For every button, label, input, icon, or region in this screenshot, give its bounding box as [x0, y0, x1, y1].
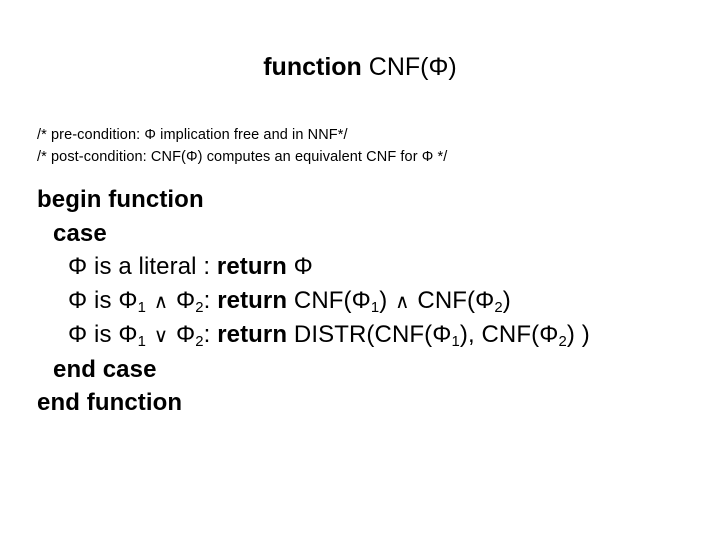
- keyword-end-case: end case: [53, 355, 157, 383]
- branch-condition-or-operand2: Φ: [176, 321, 196, 348]
- branch-condition-and-sub1: 1: [137, 299, 146, 316]
- pseudocode-block: begin function case Φ is a literal : ret…: [37, 183, 717, 420]
- branch-condition-and-sub2: 2: [195, 299, 204, 316]
- code-line-branch-and: Φ is Φ1 ∧ Φ2: return CNF(Φ1) ∧ CNF(Φ2): [37, 284, 717, 319]
- keyword-return-and: return: [217, 286, 288, 314]
- comment-block: /* pre-condition: Φ implication free and…: [37, 124, 697, 168]
- comment-pre-condition: /* pre-condition: Φ implication free and…: [37, 127, 348, 143]
- branch-result-and-tail: ): [502, 286, 511, 314]
- branch-condition-and: Φ is Φ: [68, 286, 138, 314]
- branch-result-literal: Φ: [293, 253, 313, 280]
- branch-result-and-fn2: CNF(Φ: [410, 286, 495, 314]
- comment-post-condition: /* post-condition: CNF(Φ) computes an eq…: [37, 149, 448, 165]
- branch-result-and-fn1: CNF(Φ: [293, 286, 371, 314]
- page-title: function CNF(Φ): [0, 52, 720, 82]
- branch-result-or-sub2: 2: [558, 334, 567, 351]
- code-line-branch-literal: Φ is a literal : return Φ: [37, 250, 717, 284]
- title-function-name: CNF(Φ): [368, 53, 457, 81]
- branch-result-or-fn1: DISTR(CNF(Φ: [293, 321, 452, 348]
- operator-or-icon: ∨: [153, 324, 169, 347]
- branch-condition-or-sub2: 2: [195, 334, 204, 351]
- code-line-begin-function: begin function: [37, 183, 717, 217]
- branch-result-or-mid: ), CNF(Φ: [459, 321, 559, 348]
- branch-condition-or: Φ is Φ: [68, 321, 138, 348]
- operator-and-result-icon: ∧: [395, 289, 410, 313]
- code-line-end-case: end case: [37, 353, 717, 387]
- branch-result-and-sub2: 2: [494, 299, 503, 316]
- code-line-branch-or: Φ is Φ1 ∨ Φ2: return DISTR(CNF(Φ1), CNF(…: [37, 318, 717, 353]
- code-line-end-function: end function: [37, 386, 717, 420]
- keyword-end-function: end function: [37, 389, 183, 416]
- branch-separator-or: :: [203, 321, 218, 348]
- branch-result-and-mid: ): [379, 286, 395, 314]
- keyword-begin-function: begin function: [37, 186, 204, 213]
- branch-condition-or-sub1: 1: [137, 334, 146, 351]
- branch-condition-and-operand2: Φ: [176, 286, 196, 314]
- code-line-case: case: [37, 217, 717, 251]
- operator-and-icon: ∧: [153, 289, 169, 313]
- branch-result-and-sub1: 1: [370, 299, 380, 316]
- keyword-case: case: [53, 219, 107, 247]
- keyword-return-or: return: [217, 321, 288, 348]
- title-keyword: function: [263, 53, 362, 81]
- branch-result-or-tail: ) ): [566, 321, 590, 348]
- branch-separator-literal: :: [196, 253, 217, 280]
- branch-separator-and: :: [203, 286, 218, 314]
- branch-result-or-sub1: 1: [451, 334, 460, 351]
- branch-condition-literal: Φ is a literal: [68, 253, 197, 280]
- keyword-return-literal: return: [216, 253, 287, 280]
